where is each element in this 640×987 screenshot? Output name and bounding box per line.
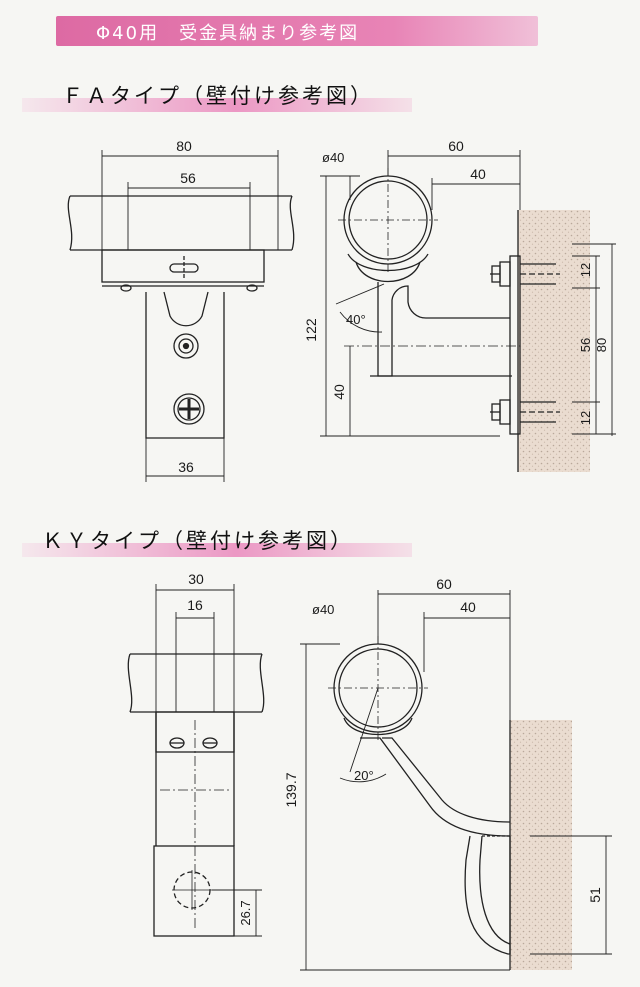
ky-front-view (127, 584, 265, 937)
fa-dim-36: 36 (178, 459, 194, 475)
ky-section-title: ＫＹタイプ（壁付け参考図） (42, 529, 354, 553)
ky-side-angle: 20° (354, 768, 374, 783)
page-title: Φ40用 受金具納まり参考図 (96, 23, 360, 44)
fa-dim-56: 56 (180, 170, 196, 186)
fa-side-h122: 122 (303, 318, 319, 342)
ky-dim-30: 30 (188, 571, 204, 587)
header-banner (56, 16, 538, 46)
fa-side-r12a: 12 (578, 263, 593, 277)
fa-side-r56: 56 (578, 338, 593, 352)
fa-side-angle: 40° (346, 312, 366, 327)
ky-side-dia: ø40 (312, 602, 334, 617)
fa-wall (518, 210, 590, 472)
ky-wall (510, 720, 572, 970)
fa-side-view (320, 150, 616, 472)
ky-side-dim-40: 40 (460, 599, 476, 615)
fa-side-h40: 40 (331, 384, 347, 400)
fa-section-title: ＦＡタイプ（壁付け参考図） (62, 84, 374, 108)
ky-title-highlight (22, 543, 412, 557)
fa-side-r80: 80 (594, 338, 609, 352)
fa-side-r12b: 12 (578, 411, 593, 425)
fa-dim-80: 80 (176, 138, 192, 154)
ky-side-h139: 139.7 (283, 772, 299, 807)
fa-side-dim-60: 60 (448, 138, 464, 154)
ky-side-h51: 51 (587, 887, 603, 903)
ky-dim-16: 16 (187, 597, 203, 613)
fa-title-highlight (22, 98, 412, 112)
ky-side-dim-60: 60 (436, 576, 452, 592)
ky-side-view (300, 590, 612, 971)
ky-dim-26-7: 26.7 (238, 900, 253, 925)
fa-side-dim-40: 40 (470, 166, 486, 182)
fa-front-view (67, 150, 295, 482)
fa-side-dia: ø40 (322, 150, 344, 165)
